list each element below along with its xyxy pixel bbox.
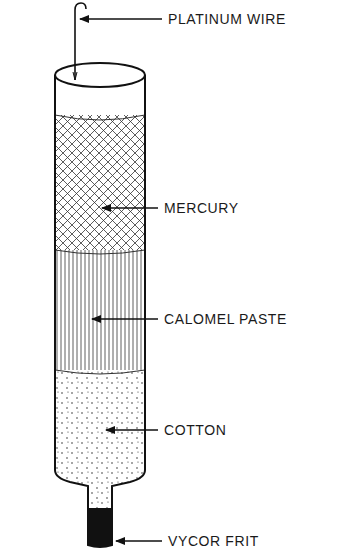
platinum-wire bbox=[75, 3, 86, 80]
glass-tube bbox=[55, 75, 145, 547]
tube-fill bbox=[50, 75, 150, 548]
leader-arrows bbox=[80, 19, 162, 541]
tube-top bbox=[55, 63, 145, 87]
part-label: CALOMEL PASTE bbox=[164, 310, 287, 328]
part-label: VYCOR FRIT bbox=[168, 532, 259, 550]
part-label: PLATINUM WIRE bbox=[168, 10, 286, 28]
part-label: MERCURY bbox=[164, 199, 239, 217]
part-label: COTTON bbox=[164, 421, 226, 439]
vycor-frit bbox=[88, 508, 112, 546]
